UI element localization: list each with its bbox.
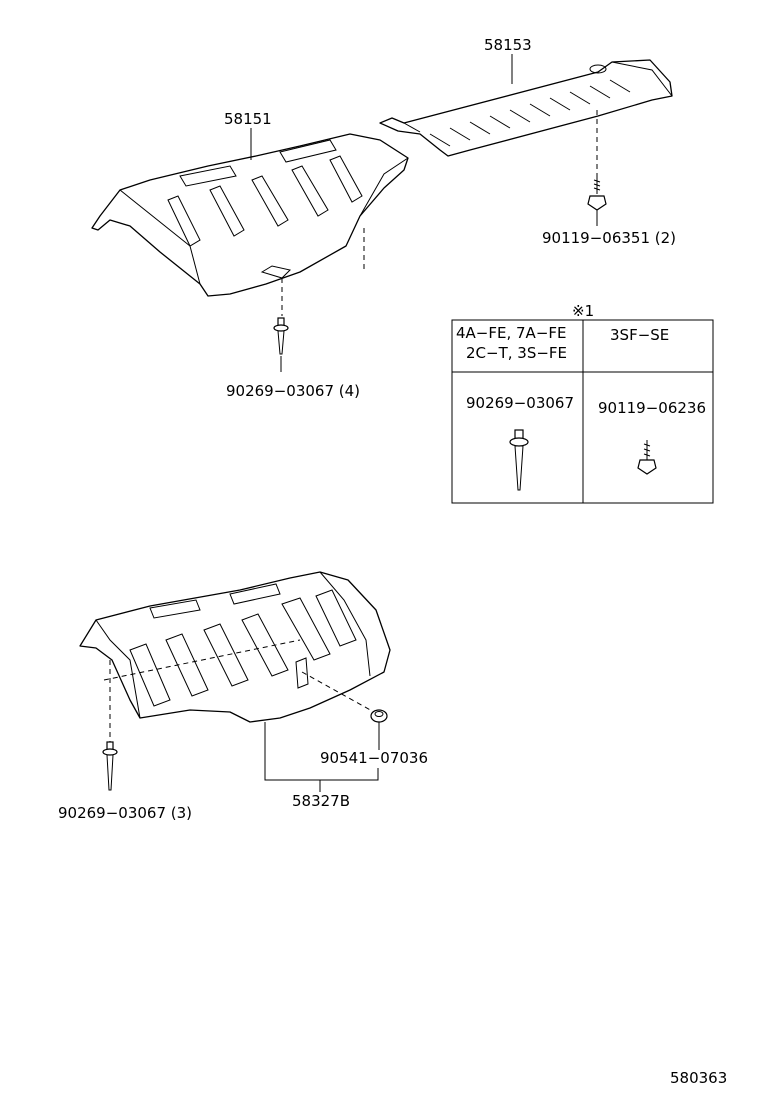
clip-icon <box>273 317 289 355</box>
callout-90119-06351: 90119−06351 (2) <box>542 229 676 247</box>
table-col2-part: 90119−06236 <box>598 399 706 417</box>
bolt-icon <box>587 178 607 211</box>
callout-58151: 58151 <box>224 110 272 128</box>
diagram-number: 580363 <box>670 1069 727 1087</box>
callout-58153: 58153 <box>484 36 532 54</box>
table-col2-header: 3SF−SE <box>610 326 669 344</box>
table-col1-part: 90269−03067 <box>466 394 574 412</box>
callout-58327B: 58327B <box>292 792 350 810</box>
heat-insulator-58327B <box>79 571 391 723</box>
callout-90269-03067-4: 90269−03067 (4) <box>226 382 360 400</box>
heat-insulator-58153 <box>379 59 673 157</box>
heat-insulator-58151 <box>91 133 409 297</box>
callout-90541-07036: 90541−07036 <box>320 749 428 767</box>
table-col1-header-line1: 4A−FE, 7A−FE <box>456 324 567 342</box>
table-col1-header-line2: 2C−T, 3S−FE <box>466 344 567 362</box>
clip-icon <box>509 429 529 491</box>
variant-table <box>451 319 714 504</box>
nut-icon <box>370 709 388 723</box>
clip-icon <box>102 741 118 791</box>
bolt-icon <box>637 440 657 475</box>
callout-90269-03067-3: 90269−03067 (3) <box>58 804 192 822</box>
table-note-mark: ※1 <box>572 302 594 320</box>
